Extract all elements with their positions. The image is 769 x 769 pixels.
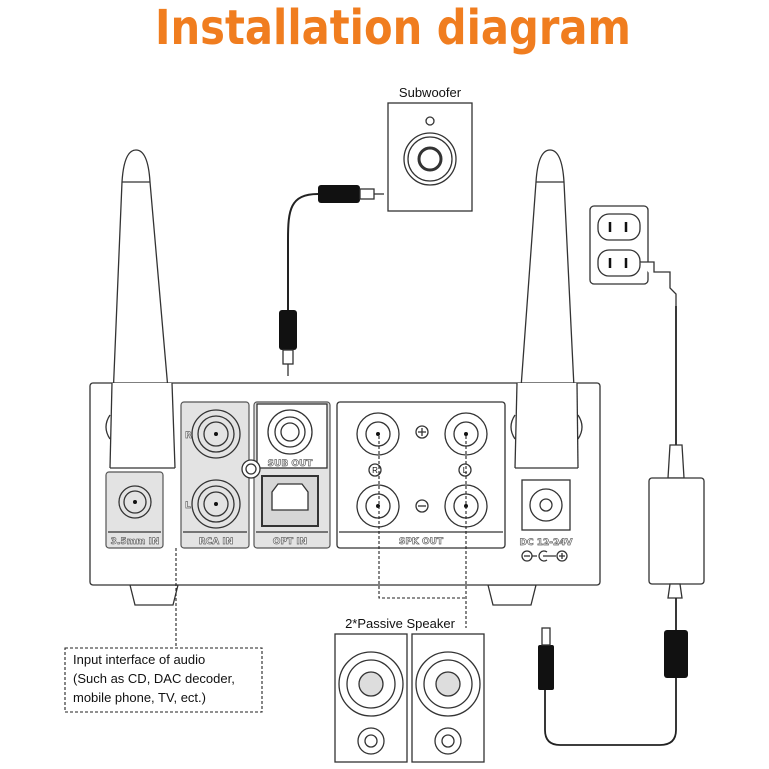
opt-in-label: OPT IN — [273, 537, 307, 547]
input-note-line3: mobile phone, TV, ect.) — [73, 690, 206, 705]
speaker-output-terminals: R L SPK OUT — [336, 401, 506, 549]
input-note-line1: Input interface of audio — [73, 652, 205, 667]
optical-input-port: OPT IN — [256, 475, 328, 547]
rca-r-label: R — [185, 431, 192, 441]
dc-voltage-label: DC 12-24V — [520, 538, 573, 548]
left-passive-speaker — [334, 633, 408, 763]
ground-screw-icon — [245, 463, 257, 475]
dc-power-input: DC 12-24V — [519, 479, 573, 562]
polarity-icon — [521, 550, 568, 562]
power-adapter — [538, 261, 705, 746]
right-passive-speaker — [411, 633, 485, 763]
spk-r-label: R — [372, 466, 378, 475]
right-speaker-wire — [378, 436, 466, 599]
rca-port-label: RCA IN — [199, 537, 234, 547]
aux-port-label: 3.5mm IN — [111, 537, 160, 547]
amplifier: 3.5mm IN R L RCA IN SUB OUT — [89, 382, 601, 606]
rca-l-label: L — [185, 501, 191, 511]
subwoofer-label: Subwoofer — [399, 85, 462, 100]
spk-out-label: SPK OUT — [399, 537, 444, 547]
input-interface-note: Input interface of audio (Such as CD, DA… — [64, 647, 263, 713]
subwoofer: Subwoofer — [387, 85, 473, 212]
wall-outlet — [589, 205, 649, 285]
spk-l-label: L — [463, 466, 468, 475]
minus-icon — [415, 499, 429, 513]
sub-out-label: SUB OUT — [268, 459, 314, 469]
aux-input-port: 3.5mm IN — [105, 471, 164, 549]
diagram-title: Installation diagram — [155, 0, 631, 56]
speakers-label: 2*Passive Speaker — [345, 616, 456, 631]
input-note-line2: (Such as CD, DAC decoder, — [73, 671, 235, 686]
subwoofer-rca-cable — [279, 185, 384, 376]
rca-input-ports: R L RCA IN — [180, 401, 250, 549]
plus-icon — [415, 425, 429, 439]
